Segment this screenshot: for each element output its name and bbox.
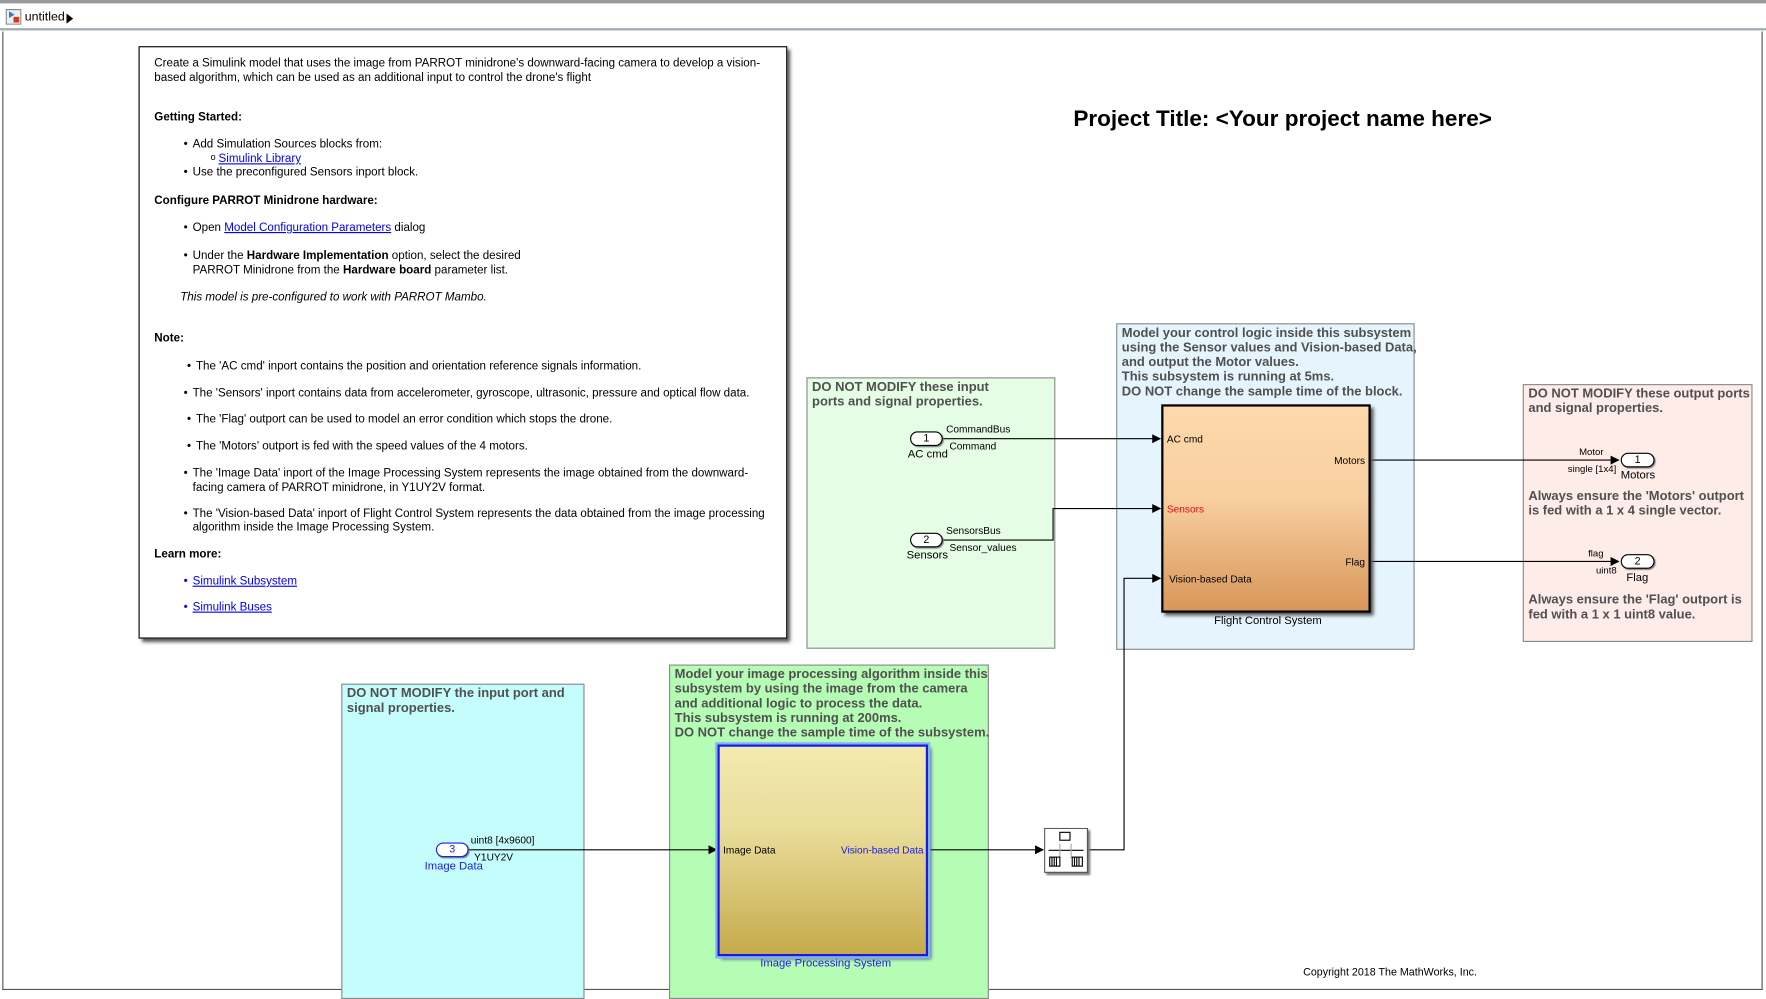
inport-label: Image Data (424, 860, 483, 873)
signal-vision[interactable] (1088, 573, 1162, 851)
link-model-config[interactable]: Model Configuration Parameters (224, 221, 392, 235)
link-simulink-subsystem[interactable]: Simulink Subsystem (184, 576, 297, 588)
preconfigured-note: This model is pre-configured to work wit… (180, 291, 487, 305)
block-name: Flight Control System (1214, 614, 1322, 628)
signal-type: uint8 (1595, 564, 1617, 576)
signal-label: SensorsBus (946, 524, 1001, 537)
signal-type: Y1UY2V (474, 851, 514, 863)
outport-label: Motors (1620, 469, 1656, 483)
heading-note: Note: (154, 332, 184, 345)
port-label: Image Data (723, 844, 776, 856)
port-label: Motors (1334, 455, 1366, 467)
port-label: Vision-based Data (840, 844, 924, 856)
list-item: Use the preconfigured Sensors inport blo… (184, 167, 419, 179)
list-item: The 'Flag' outport can be used to model … (187, 413, 612, 425)
list-item: The 'Vision-based Data' inport of Flight… (184, 508, 765, 520)
inport-label: Sensors (906, 549, 948, 563)
instructions-annotation: Create a Simulink model that uses the im… (138, 46, 788, 639)
block-name: Image Processing System (760, 957, 892, 970)
outport-motors[interactable]: 1 (1620, 452, 1655, 468)
breadcrumb-model[interactable]: untitled (24, 10, 65, 24)
heading-learn-more: Learn more: (154, 548, 222, 561)
signal-sensors[interactable] (941, 504, 1162, 541)
inport-sensors[interactable]: 2 (910, 532, 943, 548)
list-item-cont: facing camera of PARROT minidrone, in Y1… (192, 482, 486, 495)
list-item: The 'Sensors' inport contains data from … (184, 387, 750, 399)
signal-type: Sensor_values (949, 541, 1017, 554)
simulink-model-icon (5, 9, 22, 25)
list-item: The 'Motors' outport is fed with the spe… (187, 440, 528, 452)
breadcrumb-bar: untitled (0, 0, 1766, 31)
link-simulink-buses[interactable]: Simulink Buses (184, 601, 272, 613)
breadcrumb-arrow-icon[interactable] (66, 13, 74, 24)
signal-label: uint8 [4x9600] (470, 834, 535, 846)
list-item-cont: algorithm inside the Image Processing Sy… (192, 521, 435, 534)
port-label: Flag (1345, 556, 1366, 568)
list-item-cont: PARROT Minidrone from the Hardware board… (192, 264, 509, 278)
list-item: The 'Image Data' inport of the Image Pro… (184, 467, 749, 479)
intro-text: Create a Simulink model that uses the im… (154, 57, 761, 70)
port-label: Vision-based Data (1169, 573, 1252, 585)
signal-type: single [1x4] (1567, 462, 1617, 475)
intro-text: based algorithm, which can be used as an… (154, 72, 592, 85)
inport-ac-cmd[interactable]: 1 (910, 431, 943, 447)
list-item: The 'AC cmd' inport contains the positio… (187, 360, 641, 372)
heading-getting-started: Getting Started: (154, 111, 242, 124)
inport-image-data[interactable]: 3 (435, 842, 469, 858)
signal-label: CommandBus (946, 423, 1011, 435)
copyright-text: Copyright 2018 The MathWorks, Inc. (1303, 966, 1478, 979)
outport-flag[interactable]: 2 (1620, 554, 1655, 569)
link-simulink-library[interactable]: Simulink Library (218, 153, 302, 166)
signal-type: Command (949, 440, 997, 452)
project-title[interactable]: Project Title: <Your project name here> (1073, 106, 1492, 132)
signal-label: flag (1588, 547, 1604, 559)
list-item: Add Simulation Sources blocks from: (184, 139, 383, 151)
outport-label: Flag (1626, 572, 1649, 585)
rate-transition-block[interactable] (1044, 827, 1091, 876)
signal-label: Motor (1579, 446, 1604, 458)
list-item: Under the Hardware Implementation option… (184, 250, 521, 262)
port-label: Sensors (1166, 503, 1205, 515)
image-processing-system-block[interactable]: Image Data Vision-based Data (715, 742, 931, 959)
port-label: AC cmd (1166, 433, 1203, 445)
flight-control-system-block[interactable]: AC cmd Sensors Vision-based Data Motors … (1161, 404, 1371, 613)
heading-configure: Configure PARROT Minidrone hardware: (154, 194, 378, 208)
list-item: Open Model Configuration Parameters dial… (184, 221, 426, 235)
inport-label: AC cmd (907, 448, 948, 461)
